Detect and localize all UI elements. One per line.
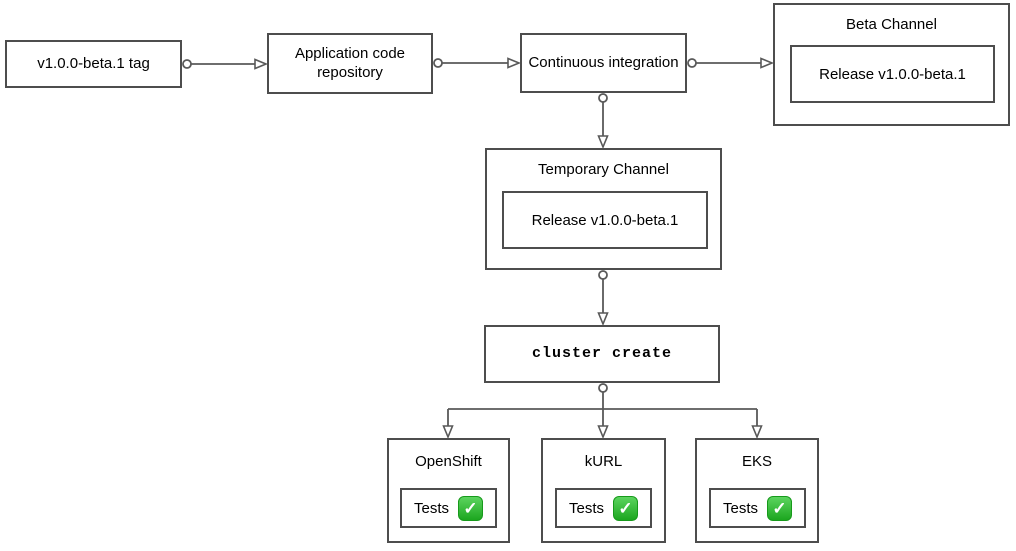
container-temporary-channel: Temporary Channel Release v1.0.0-beta.1 [485, 148, 722, 270]
node-version-tag: v1.0.0-beta.1 tag [5, 40, 182, 88]
beta-channel-title: Beta Channel [846, 16, 937, 33]
temporary-channel-title: Temporary Channel [538, 161, 669, 178]
node-eks-tests: Tests ✓ [709, 488, 806, 528]
node-application-code-repository-label: Application code repository [294, 44, 406, 81]
container-eks: EKS Tests ✓ [695, 438, 819, 543]
check-icon: ✓ [767, 495, 792, 521]
node-cluster-create: cluster create [484, 325, 720, 383]
temporary-release-label: Release v1.0.0-beta.1 [531, 211, 679, 229]
node-beta-release: Release v1.0.0-beta.1 [790, 45, 995, 103]
node-openshift-tests: Tests ✓ [400, 488, 497, 528]
check-glyph: ✓ [618, 498, 633, 518]
check-glyph: ✓ [463, 498, 478, 518]
kurl-title: kURL [584, 453, 623, 470]
check-icon: ✓ [613, 495, 638, 521]
cluster-create-label: cluster create [531, 344, 673, 362]
connector-ci-to-beta-channel [687, 57, 775, 69]
container-openshift: OpenShift Tests ✓ [387, 438, 510, 543]
connector-cluster-create-fanout [442, 383, 763, 440]
node-kurl-tests: Tests ✓ [555, 488, 652, 528]
openshift-tests-label: Tests [413, 499, 449, 517]
check-icon: ✓ [458, 495, 483, 521]
check-glyph: ✓ [772, 498, 787, 518]
connector-temporary-channel-to-cluster-create [597, 270, 609, 327]
node-application-code-repository: Application code repository [267, 33, 433, 94]
node-continuous-integration-label: Continuous integration [528, 53, 679, 71]
node-continuous-integration: Continuous integration [520, 33, 687, 93]
eks-tests-label: Tests [722, 499, 758, 517]
connector-repo-to-ci [433, 57, 522, 69]
connector-tag-to-repo [182, 58, 269, 70]
node-version-tag-label: v1.0.0-beta.1 tag [37, 54, 150, 72]
eks-title: EKS [741, 453, 772, 470]
connector-ci-to-temporary-channel [597, 93, 609, 150]
openshift-title: OpenShift [415, 453, 482, 470]
node-temporary-release: Release v1.0.0-beta.1 [502, 191, 708, 249]
container-beta-channel: Beta Channel Release v1.0.0-beta.1 [773, 3, 1010, 126]
container-kurl: kURL Tests ✓ [541, 438, 666, 543]
beta-release-label: Release v1.0.0-beta.1 [819, 65, 966, 83]
kurl-tests-label: Tests [568, 499, 604, 517]
